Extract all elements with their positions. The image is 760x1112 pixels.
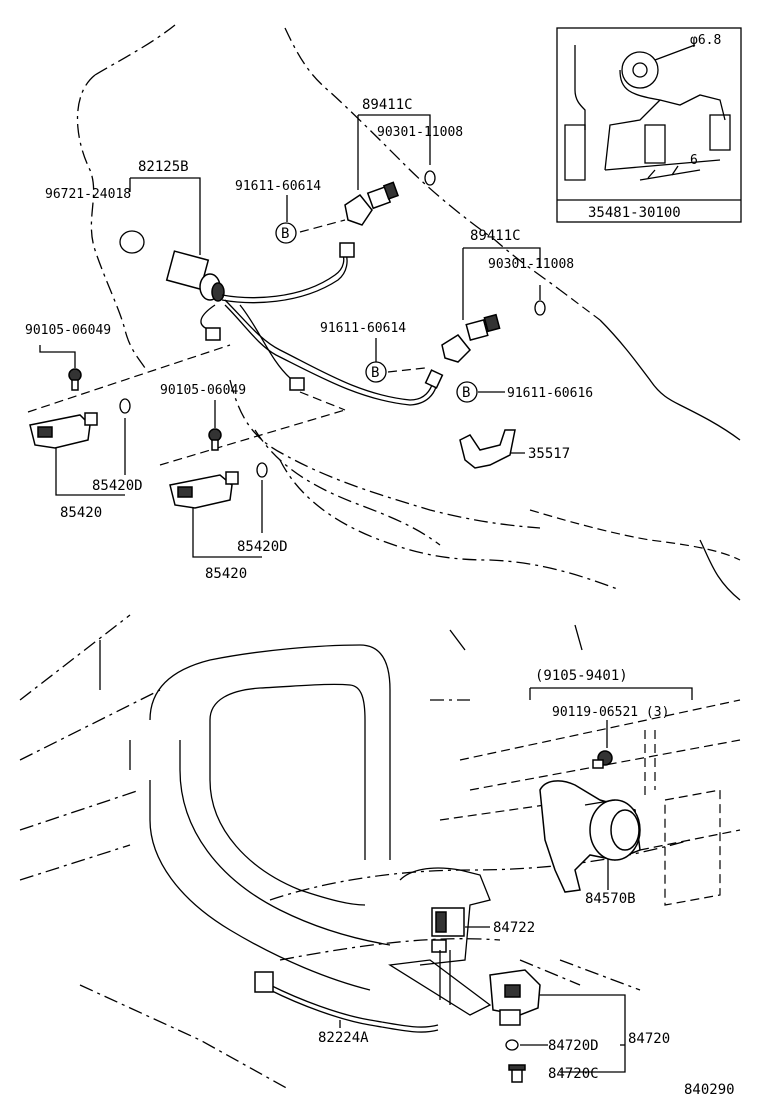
- label-89411c-mid: 89411C: [470, 228, 521, 244]
- callout-b-1: B: [275, 222, 297, 244]
- callout-b-3: B: [456, 381, 478, 403]
- callout-b-3-label: B: [462, 385, 470, 401]
- gasket-84720d: [505, 1039, 519, 1051]
- body-panel-lower: [388, 867, 492, 1016]
- grommet-96721: [119, 230, 145, 254]
- label-84722: 84722: [493, 920, 535, 936]
- label-91611-c: 91611-60616: [507, 386, 593, 401]
- inset-detail: φ6.8 6 35481-30100: [556, 27, 742, 223]
- bolt-90105-left: [68, 368, 82, 391]
- actuator-84570b: [539, 780, 641, 893]
- label-91611-b: 91611-60614: [320, 321, 406, 336]
- label-85420-left: 85420: [60, 505, 102, 521]
- cap-84720c: [508, 1064, 526, 1083]
- label-85420-mid: 85420: [205, 566, 247, 582]
- label-82224a: 82224A: [318, 1030, 369, 1046]
- bolt-90119: [592, 750, 613, 769]
- connector-plug-c: [289, 377, 305, 391]
- label-91611-a: 91611-60614: [235, 179, 321, 194]
- switch-84722: [431, 907, 465, 953]
- wire-82224a: [254, 971, 439, 1033]
- callout-b-1-label: B: [281, 226, 289, 242]
- label-90301-top: 90301-11008: [377, 125, 463, 140]
- body-outline-lower: [19, 614, 741, 1091]
- connector-82125b: [165, 250, 225, 302]
- inset-diameter-label: φ6.8: [690, 33, 721, 48]
- o-ring-85420d-left: [119, 398, 131, 414]
- label-96721: 96721-24018: [45, 187, 131, 202]
- label-90301-mid: 90301-11008: [488, 257, 574, 272]
- leaders-lower: [339, 687, 693, 1073]
- label-85420d-mid: 85420D: [237, 539, 288, 555]
- inset-dimension-label: 6: [690, 153, 698, 168]
- label-84720c: 84720C: [548, 1066, 599, 1082]
- label-35517: 35517: [528, 446, 570, 462]
- connector-plug-b: [205, 327, 221, 341]
- label-84720: 84720: [628, 1031, 670, 1047]
- leaders-upper: [27, 114, 541, 558]
- label-84570b: 84570B: [585, 891, 636, 907]
- body-outline-upper: [76, 24, 741, 601]
- sensor-89411c-top: [344, 181, 399, 226]
- o-ring-90301-mid: [534, 300, 546, 316]
- sensor-89411c-mid: [441, 313, 501, 363]
- label-9105-9401: (9105-9401): [535, 668, 628, 684]
- label-84720d: 84720D: [548, 1038, 599, 1054]
- sensor-85420-mid: [169, 471, 239, 509]
- o-ring-90301-top: [424, 170, 436, 186]
- label-90119: 90119-06521 (3): [552, 705, 669, 720]
- label-82125b: 82125B: [138, 159, 189, 175]
- sensor-85420-left: [29, 412, 98, 449]
- connector-plug-d: [424, 369, 444, 389]
- wire-harness-upper: [200, 251, 437, 406]
- diagram-id: 840290: [684, 1082, 735, 1098]
- callout-b-2-label: B: [371, 365, 379, 381]
- label-90105-left: 90105-06049: [25, 323, 111, 338]
- switch-assembly-84720: [489, 969, 541, 1026]
- label-85420d-left: 85420D: [92, 478, 143, 494]
- inset-part-number: 35481-30100: [588, 205, 681, 221]
- callout-b-2: B: [365, 361, 387, 383]
- o-ring-85420d-mid: [256, 462, 268, 478]
- label-90105-mid: 90105-06049: [160, 383, 246, 398]
- bolt-90105-mid: [208, 428, 222, 451]
- connector-plug-a: [339, 242, 355, 258]
- label-89411c-top: 89411C: [362, 97, 413, 113]
- bracket-35517: [459, 429, 516, 469]
